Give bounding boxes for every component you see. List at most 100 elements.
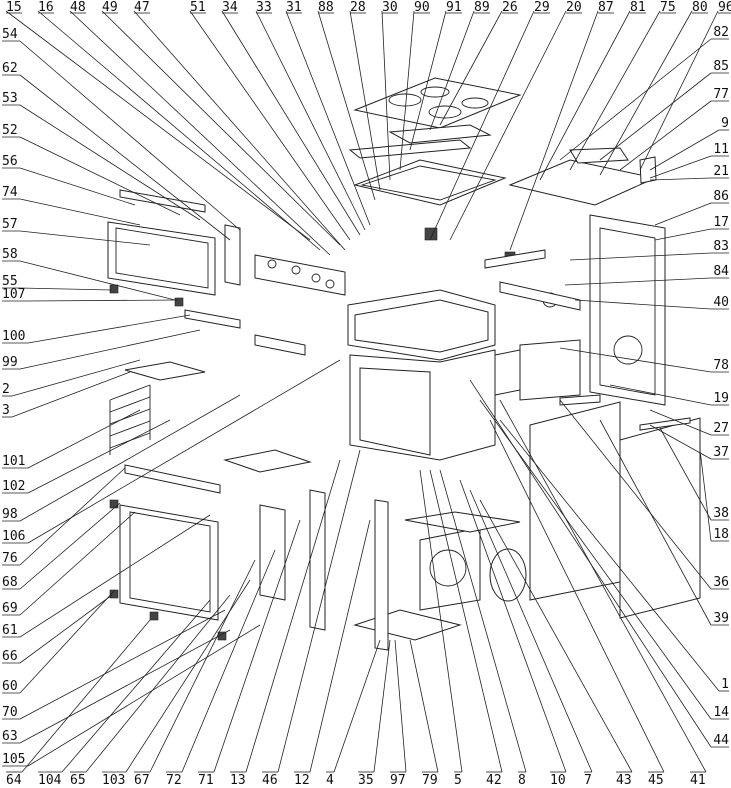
leader-line (459, 479, 567, 773)
part-label-69: 69 (2, 601, 18, 616)
part-label-35: 35 (358, 773, 374, 788)
leader-line (649, 177, 712, 181)
leader-line (649, 155, 712, 179)
part-label-106: 106 (2, 529, 25, 544)
leader-line (649, 129, 720, 171)
part-label-1: 1 (721, 677, 729, 692)
leader-line (564, 277, 712, 286)
part-label-82: 82 (713, 25, 729, 40)
leader-line (221, 10, 361, 236)
leader-line (373, 639, 391, 773)
leader-line (569, 10, 661, 171)
part-label-55: 55 (2, 274, 18, 289)
part-label-99: 99 (2, 355, 18, 370)
leader-line (419, 469, 463, 773)
part-label-9: 9 (721, 116, 729, 131)
part-label-10: 10 (550, 773, 566, 788)
part-label-86: 86 (713, 189, 729, 204)
leader-line (255, 10, 366, 231)
part-label-54: 54 (2, 27, 18, 42)
leader-line (19, 74, 231, 241)
leader-line (19, 260, 176, 301)
part-label-40: 40 (713, 295, 729, 310)
part-label-72: 72 (166, 773, 182, 788)
part-label-71: 71 (198, 773, 214, 788)
part-label-46: 46 (262, 773, 278, 788)
part-label-100: 100 (2, 329, 25, 344)
leader-line (285, 10, 371, 226)
part-label-57: 57 (2, 217, 18, 232)
part-label-37: 37 (713, 445, 729, 460)
part-label-45: 45 (648, 773, 664, 788)
part-label-63: 63 (2, 729, 18, 744)
part-label-101: 101 (2, 454, 25, 469)
leader-line (19, 167, 136, 206)
leader-line (429, 10, 535, 241)
leader-line (61, 599, 211, 773)
leader-line (559, 347, 712, 373)
part-label-39: 39 (713, 611, 729, 626)
leader-line (19, 287, 113, 291)
leader-line (409, 10, 447, 151)
part-label-70: 70 (2, 705, 18, 720)
leader-line (654, 228, 712, 241)
part-label-20: 20 (566, 0, 582, 15)
part-label-104: 104 (38, 773, 62, 788)
part-label-12: 12 (294, 773, 310, 788)
leader-line (189, 10, 351, 241)
part-label-97: 97 (390, 773, 406, 788)
part-label-48: 48 (70, 0, 86, 15)
part-label-29: 29 (534, 0, 550, 15)
part-label-98: 98 (2, 507, 18, 522)
part-label-78: 78 (713, 358, 729, 373)
part-label-51: 51 (190, 0, 206, 15)
part-label-15: 15 (6, 0, 22, 15)
part-label-8: 8 (518, 773, 526, 788)
part-label-79: 79 (422, 773, 438, 788)
part-label-42: 42 (486, 773, 502, 788)
part-label-102: 102 (2, 479, 25, 494)
part-label-87: 87 (598, 0, 614, 15)
part-label-61: 61 (2, 623, 18, 638)
part-label-27: 27 (713, 421, 729, 436)
leader-line (19, 394, 241, 522)
leader-line (85, 594, 231, 773)
leader-line (449, 10, 567, 241)
part-label-67: 67 (134, 773, 150, 788)
part-label-58: 58 (2, 247, 18, 262)
part-label-21: 21 (713, 164, 729, 179)
part-label-34: 34 (222, 0, 238, 15)
leader-line (381, 10, 391, 181)
leader-line (101, 10, 341, 246)
part-label-75: 75 (660, 0, 676, 15)
leader-line (599, 419, 712, 626)
leader-line (37, 10, 321, 251)
part-label-76: 76 (2, 551, 18, 566)
leader-line (309, 519, 371, 773)
leader-line (469, 489, 593, 773)
part-label-3: 3 (2, 403, 10, 418)
leader-line (439, 10, 503, 126)
leader-line (649, 409, 712, 436)
part-label-96: 96 (718, 0, 731, 15)
part-label-5: 5 (454, 773, 462, 788)
leader-line (19, 329, 201, 370)
part-label-65: 65 (70, 773, 86, 788)
part-label-2: 2 (2, 382, 10, 397)
part-label-85: 85 (713, 59, 729, 74)
leader-line (27, 299, 179, 302)
leader-line (559, 38, 712, 161)
leader-line (19, 198, 141, 226)
part-label-52: 52 (2, 123, 18, 138)
part-label-49: 49 (102, 0, 118, 15)
part-label-81: 81 (630, 0, 646, 15)
leader-line (479, 499, 633, 773)
leader-line (19, 514, 211, 638)
leader-line (19, 230, 151, 246)
leader-line (574, 299, 712, 310)
leader-line (181, 549, 276, 773)
leader-line (19, 589, 116, 694)
leader-line (469, 379, 712, 748)
part-label-17: 17 (713, 215, 729, 230)
leader-line (277, 449, 361, 773)
